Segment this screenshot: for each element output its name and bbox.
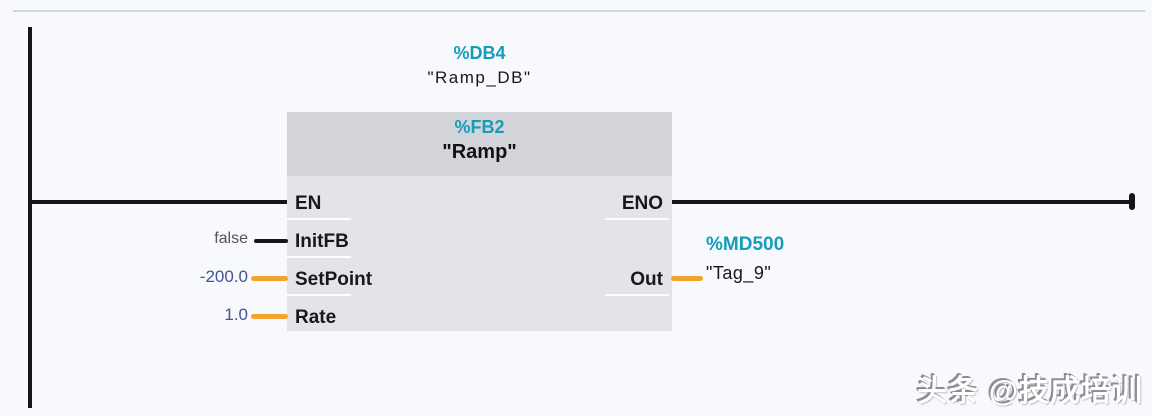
watermark-text: 头条 @技成培训 — [917, 375, 1143, 408]
function-block-name[interactable]: "Ramp" — [442, 141, 517, 163]
power-rail — [28, 27, 32, 408]
setpoint-value[interactable]: -200.0 — [199, 267, 248, 286]
rate-connector-wire — [251, 314, 288, 319]
out-connector-wire — [671, 276, 703, 281]
function-block-address[interactable]: %FB2 — [454, 117, 505, 137]
rung-wire-left — [28, 200, 288, 204]
instance-db-address[interactable]: %DB4 — [453, 43, 506, 63]
initfb-connector-wire — [254, 239, 288, 243]
rate-value[interactable]: 1.0 — [224, 305, 248, 324]
instance-db-label[interactable]: %DB4 "Ramp_DB" — [287, 44, 672, 86]
pin-initfb[interactable]: InitFB — [295, 231, 349, 252]
network-top-divider — [13, 10, 1145, 12]
out-operand[interactable]: %MD500 "Tag_9" — [706, 235, 784, 282]
pin-separator-setpoint — [287, 294, 351, 296]
instance-db-name[interactable]: "Ramp_DB" — [427, 68, 532, 87]
pin-separator-initfb — [287, 256, 351, 258]
function-block-header[interactable]: %FB2 "Ramp" — [287, 112, 672, 176]
pin-rate[interactable]: Rate — [295, 307, 337, 328]
pin-out[interactable]: Out — [630, 269, 663, 290]
pin-separator-en — [287, 218, 351, 220]
rung-end-terminal — [1129, 193, 1135, 210]
out-operand-name[interactable]: "Tag_9" — [706, 263, 772, 283]
setpoint-connector-wire — [251, 276, 288, 281]
function-block-body[interactable]: EN ENO InitFB SetPoint Out Rate — [287, 176, 672, 331]
rung-wire-right — [671, 200, 1133, 204]
pin-setpoint[interactable]: SetPoint — [295, 269, 373, 290]
initfb-value[interactable]: false — [214, 230, 248, 247]
pin-separator-eno — [605, 218, 669, 220]
function-block[interactable]: %FB2 "Ramp" EN ENO InitFB SetPoint Out R… — [287, 112, 672, 331]
pin-en[interactable]: EN — [295, 193, 322, 214]
out-operand-address[interactable]: %MD500 — [706, 234, 785, 255]
pin-eno[interactable]: ENO — [621, 193, 663, 214]
pin-separator-out — [605, 294, 669, 296]
